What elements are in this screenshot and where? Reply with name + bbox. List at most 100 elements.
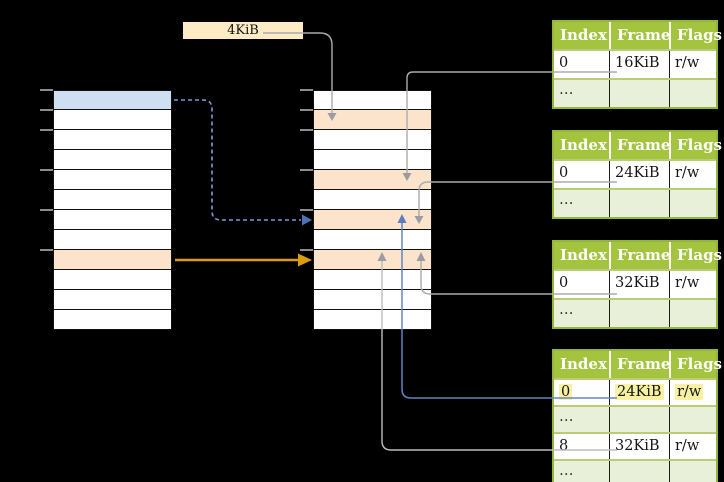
- header-flags: Flags: [669, 242, 722, 269]
- header-frame: Frame: [609, 351, 670, 378]
- header-index: Index: [560, 136, 607, 154]
- cell-flags: r/w: [669, 161, 716, 188]
- cell-index: …: [559, 463, 574, 479]
- cell-index: 0: [559, 55, 569, 71]
- cell-flags: r/w: [669, 380, 716, 405]
- cell-frame: [609, 300, 669, 327]
- memory-row: [53, 150, 172, 170]
- cell-frame: [609, 80, 669, 107]
- memory-row: [313, 110, 432, 130]
- cell-flags: r/w: [669, 434, 716, 459]
- address-tick: [40, 169, 53, 171]
- address-tick: [300, 209, 313, 211]
- table-row: 0 32KiB r/w: [554, 269, 716, 298]
- memory-row: [313, 310, 432, 330]
- address-tick: [40, 249, 53, 251]
- address-tick: [40, 209, 53, 211]
- cell-frame: 16KiB: [609, 51, 669, 78]
- highlighted-value: 24KiB: [615, 384, 664, 400]
- highlighted-value: 0: [559, 384, 573, 400]
- cell-frame: 32KiB: [609, 434, 669, 459]
- memory-row: [313, 150, 432, 170]
- header-flags: Flags: [669, 132, 722, 159]
- table-row: 0 24KiB r/w: [554, 159, 716, 188]
- table-header-row: Index Frame Flags: [554, 351, 722, 378]
- header-index: Index: [560, 26, 607, 44]
- memory-row: [313, 250, 432, 270]
- memory-row: [313, 290, 432, 310]
- table-header-row: Index Frame Flags: [554, 22, 722, 49]
- frame-table-4: Index Frame Flags 0 24KiB r/w … 8 32KiB …: [552, 349, 722, 482]
- cell-index: …: [559, 192, 574, 208]
- memory-row: [53, 90, 172, 110]
- cell-flags: [669, 461, 716, 482]
- memory-row: [53, 250, 172, 270]
- cell-flags: [669, 80, 716, 107]
- header-frame: Frame: [609, 132, 670, 159]
- memory-row: [53, 230, 172, 250]
- cell-frame: 24KiB: [609, 161, 669, 188]
- frame-table-2: Index Frame Flags 0 24KiB r/w …: [552, 130, 722, 219]
- address-tick: [300, 249, 313, 251]
- memory-row: [53, 310, 172, 330]
- header-flags: Flags: [669, 351, 722, 378]
- cell-index: 0: [559, 275, 569, 291]
- table-header-row: Index Frame Flags: [554, 132, 722, 159]
- memory-row: [313, 210, 432, 230]
- cell-flags: [669, 300, 716, 327]
- size-label: 4KiB: [227, 23, 259, 38]
- memory-row: [313, 230, 432, 250]
- address-tick: [300, 169, 313, 171]
- frame-table-1: Index Frame Flags 0 16KiB r/w …: [552, 20, 722, 109]
- cell-index: 8: [559, 438, 569, 454]
- table-row: 0 24KiB r/w: [554, 378, 716, 405]
- header-frame: Frame: [609, 242, 670, 269]
- memory-row: [53, 170, 172, 190]
- physical-memory-stack: [313, 90, 432, 330]
- cell-frame: [609, 461, 669, 482]
- size-label-box: 4KiB: [183, 22, 303, 39]
- memory-row: [313, 170, 432, 190]
- memory-row: [53, 110, 172, 130]
- address-tick: [300, 129, 313, 131]
- cell-flags: [669, 407, 716, 432]
- cell-index: …: [559, 302, 574, 318]
- cell-frame: 32KiB: [609, 271, 669, 298]
- table-row: 0 16KiB r/w: [554, 49, 716, 78]
- address-tick: [40, 89, 53, 91]
- frame-table-3: Index Frame Flags 0 32KiB r/w …: [552, 240, 722, 329]
- virtual-memory-stack: [53, 90, 172, 330]
- header-index: Index: [560, 355, 607, 373]
- table-row: …: [554, 188, 716, 217]
- table-row: …: [554, 298, 716, 327]
- address-tick: [300, 109, 313, 111]
- header-index: Index: [560, 246, 607, 264]
- cell-flags: [669, 190, 716, 217]
- memory-row: [313, 190, 432, 210]
- memory-row: [53, 130, 172, 150]
- table-row: …: [554, 405, 716, 432]
- cell-frame: 24KiB: [609, 380, 669, 405]
- table-row: …: [554, 78, 716, 107]
- cell-index: 0: [559, 165, 569, 181]
- table-row: 8 32KiB r/w: [554, 432, 716, 459]
- memory-row: [53, 290, 172, 310]
- arrow-virtual-entry0: [174, 99, 312, 226]
- table-header-row: Index Frame Flags: [554, 242, 722, 269]
- table-row: …: [554, 459, 716, 482]
- cell-index: …: [559, 409, 574, 425]
- memory-row: [313, 270, 432, 290]
- cell-frame: [609, 407, 669, 432]
- memory-row: [53, 210, 172, 230]
- cell-index: …: [559, 82, 574, 98]
- header-flags: Flags: [669, 22, 722, 49]
- memory-row: [313, 130, 432, 150]
- memory-row: [313, 90, 432, 110]
- cell-frame: [609, 190, 669, 217]
- address-tick: [40, 109, 53, 111]
- cell-index: 0: [554, 380, 609, 405]
- arrow-virtual-entry8: [175, 253, 312, 267]
- cell-flags: r/w: [669, 271, 716, 298]
- memory-row: [53, 190, 172, 210]
